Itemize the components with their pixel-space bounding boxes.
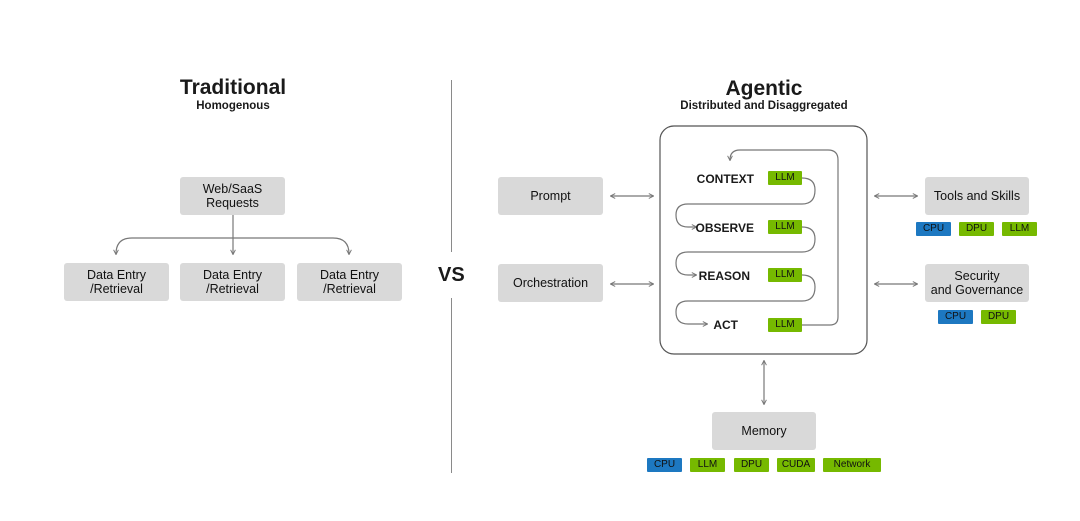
loop-step-act-chip: LLM <box>768 318 802 332</box>
security-chip-cpu: CPU <box>938 310 973 324</box>
memory-chip-cuda: CUDA <box>777 458 815 472</box>
agentic-title: Agentic <box>725 77 803 100</box>
vs-label: VS <box>438 264 465 286</box>
loop-step-context-chip: LLM <box>768 171 802 185</box>
security-governance-box: Security and Governance <box>925 264 1029 302</box>
agent-loop-container <box>659 125 868 355</box>
traditional-subtitle: Homogenous <box>196 100 270 112</box>
divider-top <box>451 80 452 252</box>
memory-chip-network: Network <box>823 458 881 472</box>
agent-loop-path <box>675 149 839 325</box>
tools-chip-llm: LLM <box>1002 222 1037 236</box>
memory-chip-dpu: DPU <box>734 458 769 472</box>
data-entry-box-3: Data Entry /Retrieval <box>297 263 402 301</box>
loop-step-act: ACT <box>713 318 738 332</box>
loop-step-observe-chip: LLM <box>768 220 802 234</box>
agentic-subtitle: Distributed and Disaggregated <box>680 100 848 112</box>
divider-bottom <box>451 298 452 473</box>
data-entry-box-2: Data Entry /Retrieval <box>180 263 285 301</box>
memory-chip-llm: LLM <box>690 458 725 472</box>
loop-step-reason-chip: LLM <box>768 268 802 282</box>
orchestration-box: Orchestration <box>498 264 603 302</box>
tools-chip-cpu: CPU <box>916 222 951 236</box>
loop-step-observe: OBSERVE <box>695 221 754 235</box>
traditional-tree-arrows <box>116 214 349 254</box>
traditional-title: Traditional <box>179 76 287 99</box>
security-chip-dpu: DPU <box>981 310 1016 324</box>
memory-box: Memory <box>712 412 816 450</box>
loop-step-reason: REASON <box>698 269 750 283</box>
tools-chip-dpu: DPU <box>959 222 994 236</box>
loop-step-context: CONTEXT <box>696 172 754 186</box>
memory-chip-cpu: CPU <box>647 458 682 472</box>
web-saas-requests-box: Web/SaaS Requests <box>180 177 285 215</box>
prompt-box: Prompt <box>498 177 603 215</box>
data-entry-box-1: Data Entry /Retrieval <box>64 263 169 301</box>
agentic-side-arrows <box>611 196 917 404</box>
tools-and-skills-box: Tools and Skills <box>925 177 1029 215</box>
